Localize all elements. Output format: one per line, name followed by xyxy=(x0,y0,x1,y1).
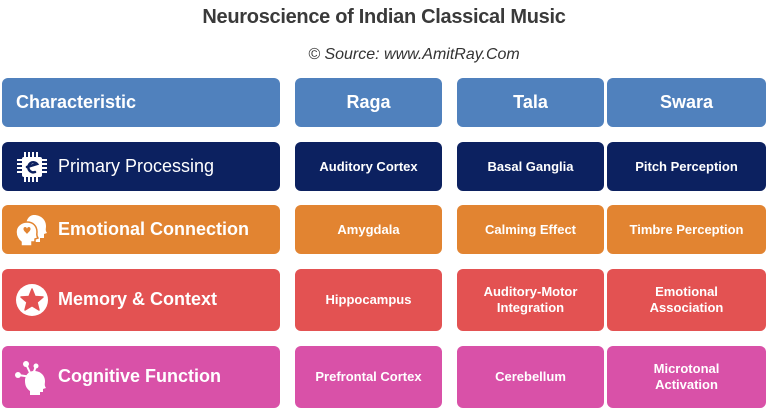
header-characteristic: Characteristic xyxy=(2,78,280,127)
row-label-text: Primary Processing xyxy=(58,155,215,176)
head-network-icon xyxy=(14,359,50,395)
row-label-primary-processing: Primary Processing xyxy=(2,142,280,191)
cell-tala-emotional-connection: Calming Effect xyxy=(457,205,604,254)
cell-text: Emotional Association xyxy=(649,284,724,315)
cell-text: Cerebellum xyxy=(495,369,566,385)
star-circle-icon xyxy=(14,282,50,318)
cell-text: Auditory Cortex xyxy=(319,158,418,174)
row-label-memory-context: Memory & Context xyxy=(2,269,280,331)
cell-text: Auditory-Motor Integration xyxy=(483,284,578,315)
cell-raga-emotional-connection: Amygdala xyxy=(295,205,442,254)
cell-text: Microtonal Activation xyxy=(653,361,720,392)
header-label: Tala xyxy=(513,91,548,112)
header-swara: Swara xyxy=(607,78,766,127)
cell-swara-emotional-connection: Timbre Perception xyxy=(607,205,766,254)
row-label-text: Cognitive Function xyxy=(58,366,221,387)
header-raga: Raga xyxy=(295,78,442,127)
cell-text: Basal Ganglia xyxy=(487,158,574,174)
row-label-text: Emotional Connection xyxy=(58,218,249,239)
heads-with-heart-icon xyxy=(14,212,50,248)
page-title: Neuroscience of Indian Classical Music xyxy=(202,6,566,28)
cell-text: Pitch Perception xyxy=(635,158,738,174)
cell-tala-memory-context: Auditory-Motor Integration xyxy=(457,269,604,331)
cell-tala-cognitive-function: Cerebellum xyxy=(457,346,604,408)
cell-text: Prefrontal Cortex xyxy=(315,369,422,385)
source-credit: © Source: www.AmitRay.Com xyxy=(308,46,520,63)
cell-text: Hippocampus xyxy=(325,292,412,308)
header-label: Raga xyxy=(346,91,391,112)
cell-swara-primary-processing: Pitch Perception xyxy=(607,142,766,191)
cell-tala-primary-processing: Basal Ganglia xyxy=(457,142,604,191)
header-label: Characteristic xyxy=(16,91,137,112)
row-label-cognitive-function: Cognitive Function xyxy=(2,346,280,408)
cell-text: Calming Effect xyxy=(484,221,576,237)
header-label: Swara xyxy=(659,91,714,112)
cell-raga-cognitive-function: Prefrontal Cortex xyxy=(295,346,442,408)
header-tala: Tala xyxy=(457,78,604,127)
cell-swara-memory-context: Emotional Association xyxy=(607,269,766,331)
cell-swara-cognitive-function: Microtonal Activation xyxy=(607,346,766,408)
cell-raga-memory-context: Hippocampus xyxy=(295,269,442,331)
cell-text: Amygdala xyxy=(337,221,400,237)
row-label-emotional-connection: Emotional Connection xyxy=(2,205,280,254)
cell-raga-primary-processing: Auditory Cortex xyxy=(295,142,442,191)
processor-chip-icon xyxy=(14,149,50,185)
cell-text: Timbre Perception xyxy=(629,221,744,237)
row-label-text: Memory & Context xyxy=(58,289,218,310)
